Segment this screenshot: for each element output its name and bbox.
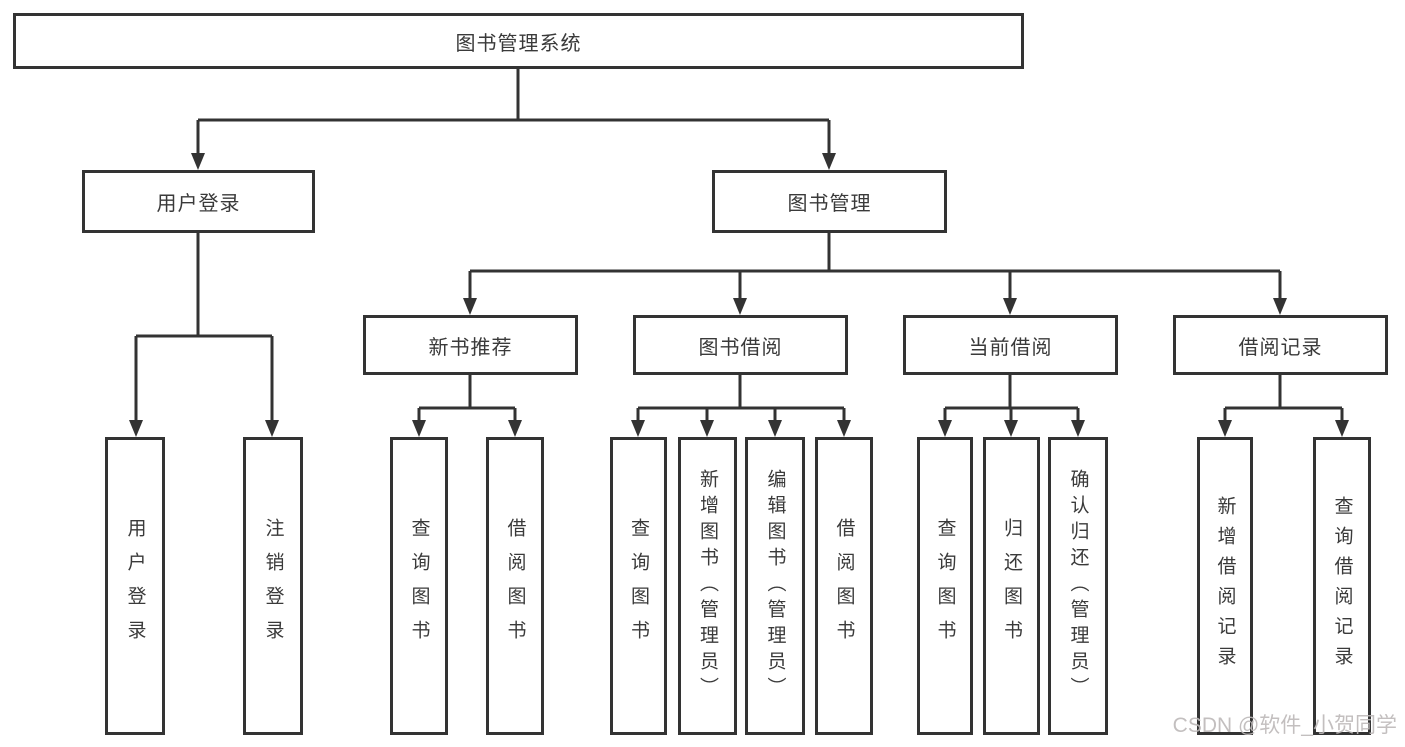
node-book-borrow: 图书借阅 [633,315,848,375]
arrowhead [1003,298,1017,315]
leaf-borrow-book: 借阅图书 [815,437,873,735]
node-borrow-record-label: 借阅记录 [1238,336,1323,359]
leaf-edit-book-admin: 编辑图书（管理员） [745,437,805,735]
arrowhead [768,420,782,437]
leaf-query-book-current: 查询图书 [917,437,973,735]
arrowhead [463,298,477,315]
leaf-return-book-label: 归还图书 [1001,518,1022,654]
leaf-query-book-borrow: 查询图书 [610,437,667,735]
arrowhead [822,153,836,170]
arrowhead [508,420,522,437]
leaf-add-borrow-record: 新增借阅记录 [1197,437,1253,735]
leaf-logout-label: 注销登录 [262,518,284,654]
arrowhead [938,420,952,437]
arrowhead [191,153,205,170]
leaf-confirm-return-admin-label: 确认归还（管理员） [1067,469,1089,703]
leaf-borrow-book-recommend: 借阅图书 [486,437,544,735]
connector-user-login [134,233,274,421]
connector-book-mgmt [468,233,1282,298]
leaf-query-book-borrow-label: 查询图书 [628,518,649,654]
leaf-add-book-admin-label: 新增图书（管理员） [697,469,718,703]
leaf-query-book-recommend-label: 查询图书 [408,518,430,654]
node-book-management-label: 图书管理 [787,193,872,215]
node-book-management: 图书管理 [712,170,947,233]
node-root-label: 图书管理系统 [455,32,582,55]
leaf-query-book-recommend: 查询图书 [390,437,448,735]
arrowhead [631,420,645,437]
connector-borrow-record [1223,375,1344,421]
connector-book-borrow [636,375,846,421]
arrowhead [1071,420,1085,437]
leaf-query-borrow-record-label: 查询借阅记录 [1331,496,1353,676]
leaf-logout: 注销登录 [243,437,303,735]
arrowhead [733,298,747,315]
leaf-user-login-label: 用户登录 [124,518,146,654]
leaf-return-book: 归还图书 [983,437,1040,735]
connector-root [196,69,831,154]
arrowhead [265,420,279,437]
leaf-confirm-return-admin: 确认归还（管理员） [1048,437,1108,735]
arrowhead [1004,420,1018,437]
leaf-add-borrow-record-label: 新增借阅记录 [1214,496,1236,676]
node-new-book-recommend-label: 新书推荐 [428,336,513,359]
node-user-login: 用户登录 [82,170,315,233]
connector-new-book [417,375,517,421]
leaf-query-borrow-record: 查询借阅记录 [1313,437,1371,735]
leaf-edit-book-admin-label: 编辑图书（管理员） [764,469,786,703]
connector-current-borrow [943,375,1080,421]
arrowhead [129,420,143,437]
node-new-book-recommend: 新书推荐 [363,315,578,375]
arrowhead [700,420,714,437]
node-borrow-record: 借阅记录 [1173,315,1388,375]
arrowhead [1273,298,1287,315]
csdn-watermark: CSDN @软件_小贺同学 [1172,714,1397,737]
node-current-borrow: 当前借阅 [903,315,1118,375]
leaf-add-book-admin: 新增图书（管理员） [678,437,737,735]
arrowhead [1218,420,1232,437]
leaf-borrow-book-label: 借阅图书 [833,518,855,654]
leaf-user-login: 用户登录 [105,437,165,735]
node-current-borrow-label: 当前借阅 [968,336,1053,359]
node-root: 图书管理系统 [13,13,1024,69]
arrowhead [1335,420,1349,437]
node-book-borrow-label: 图书借阅 [698,336,783,359]
leaf-query-book-current-label: 查询图书 [934,518,956,654]
leaf-borrow-book-recommend-label: 借阅图书 [504,518,526,654]
arrowhead [837,420,851,437]
arrowhead [412,420,426,437]
node-user-login-label: 用户登录 [156,193,241,215]
